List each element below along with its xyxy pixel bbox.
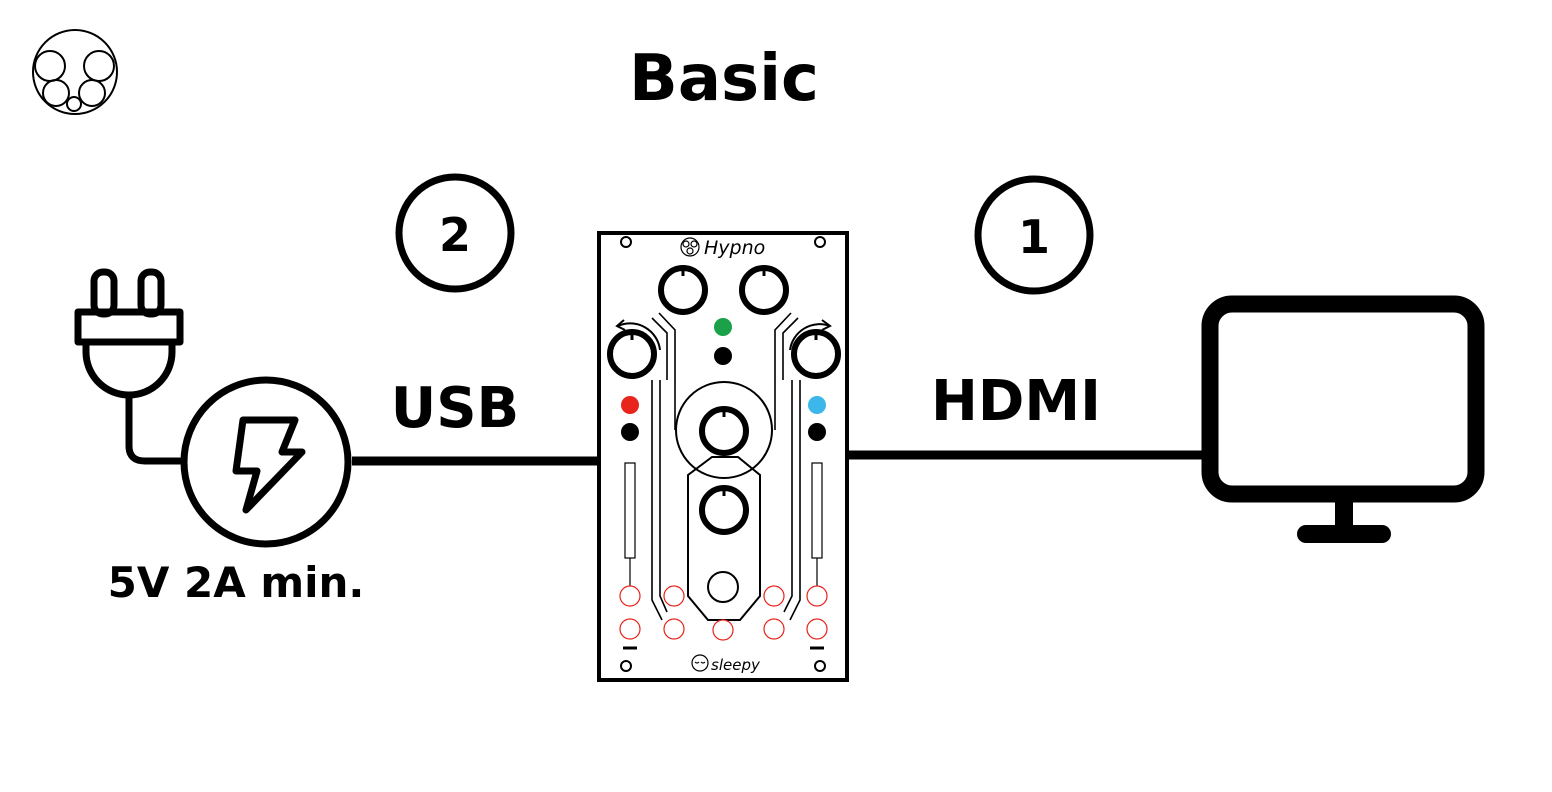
knob-lower[interactable]	[699, 485, 749, 535]
panel-guide-lines	[651, 312, 801, 621]
power-plug-icon	[74, 268, 186, 465]
hypno-module: Hypno	[597, 231, 849, 682]
mounting-hole-icon	[620, 236, 826, 672]
center-hexagon	[687, 456, 761, 621]
jack[interactable]	[663, 585, 685, 607]
power-spec-label: 5V 2A min.	[108, 558, 365, 607]
monitor-icon	[1201, 295, 1485, 543]
button-left[interactable]	[621, 423, 639, 441]
push-button[interactable]	[707, 571, 739, 603]
knob-left[interactable]	[607, 319, 661, 379]
button-center[interactable]	[714, 347, 732, 365]
step-number: 1	[1018, 210, 1050, 264]
knob-center[interactable]	[699, 406, 749, 456]
step-number: 2	[439, 208, 471, 262]
jack[interactable]	[763, 618, 785, 640]
led-blue	[808, 396, 826, 414]
button-right[interactable]	[808, 423, 826, 441]
jack[interactable]	[806, 585, 828, 607]
jack[interactable]	[619, 585, 641, 607]
slider-left[interactable]	[624, 462, 636, 586]
knob-top-left[interactable]	[658, 265, 708, 315]
knob-top-right[interactable]	[739, 265, 789, 315]
led-red	[621, 396, 639, 414]
module-name: Hypno	[704, 237, 765, 259]
jack[interactable]	[663, 618, 685, 640]
center-ring	[675, 381, 773, 479]
step-badge-1: 1	[974, 175, 1094, 295]
power-supply-icon	[180, 376, 352, 548]
jack-row	[619, 585, 828, 641]
knob-right[interactable]	[789, 319, 841, 379]
sleepy-face-icon	[691, 654, 709, 672]
usb-label: USB	[391, 376, 520, 441]
brand-name: sleepy	[711, 656, 761, 674]
slider-right[interactable]	[811, 462, 823, 586]
led-green	[714, 318, 732, 336]
jack[interactable]	[712, 619, 734, 641]
step-badge-2: 2	[395, 173, 515, 293]
jack[interactable]	[619, 618, 641, 640]
jack[interactable]	[806, 618, 828, 640]
hdmi-label: HDMI	[931, 369, 1101, 434]
logo-icon	[32, 29, 118, 115]
module-logo-icon	[680, 237, 700, 257]
page-title: Basic	[629, 42, 819, 116]
jack[interactable]	[763, 585, 785, 607]
